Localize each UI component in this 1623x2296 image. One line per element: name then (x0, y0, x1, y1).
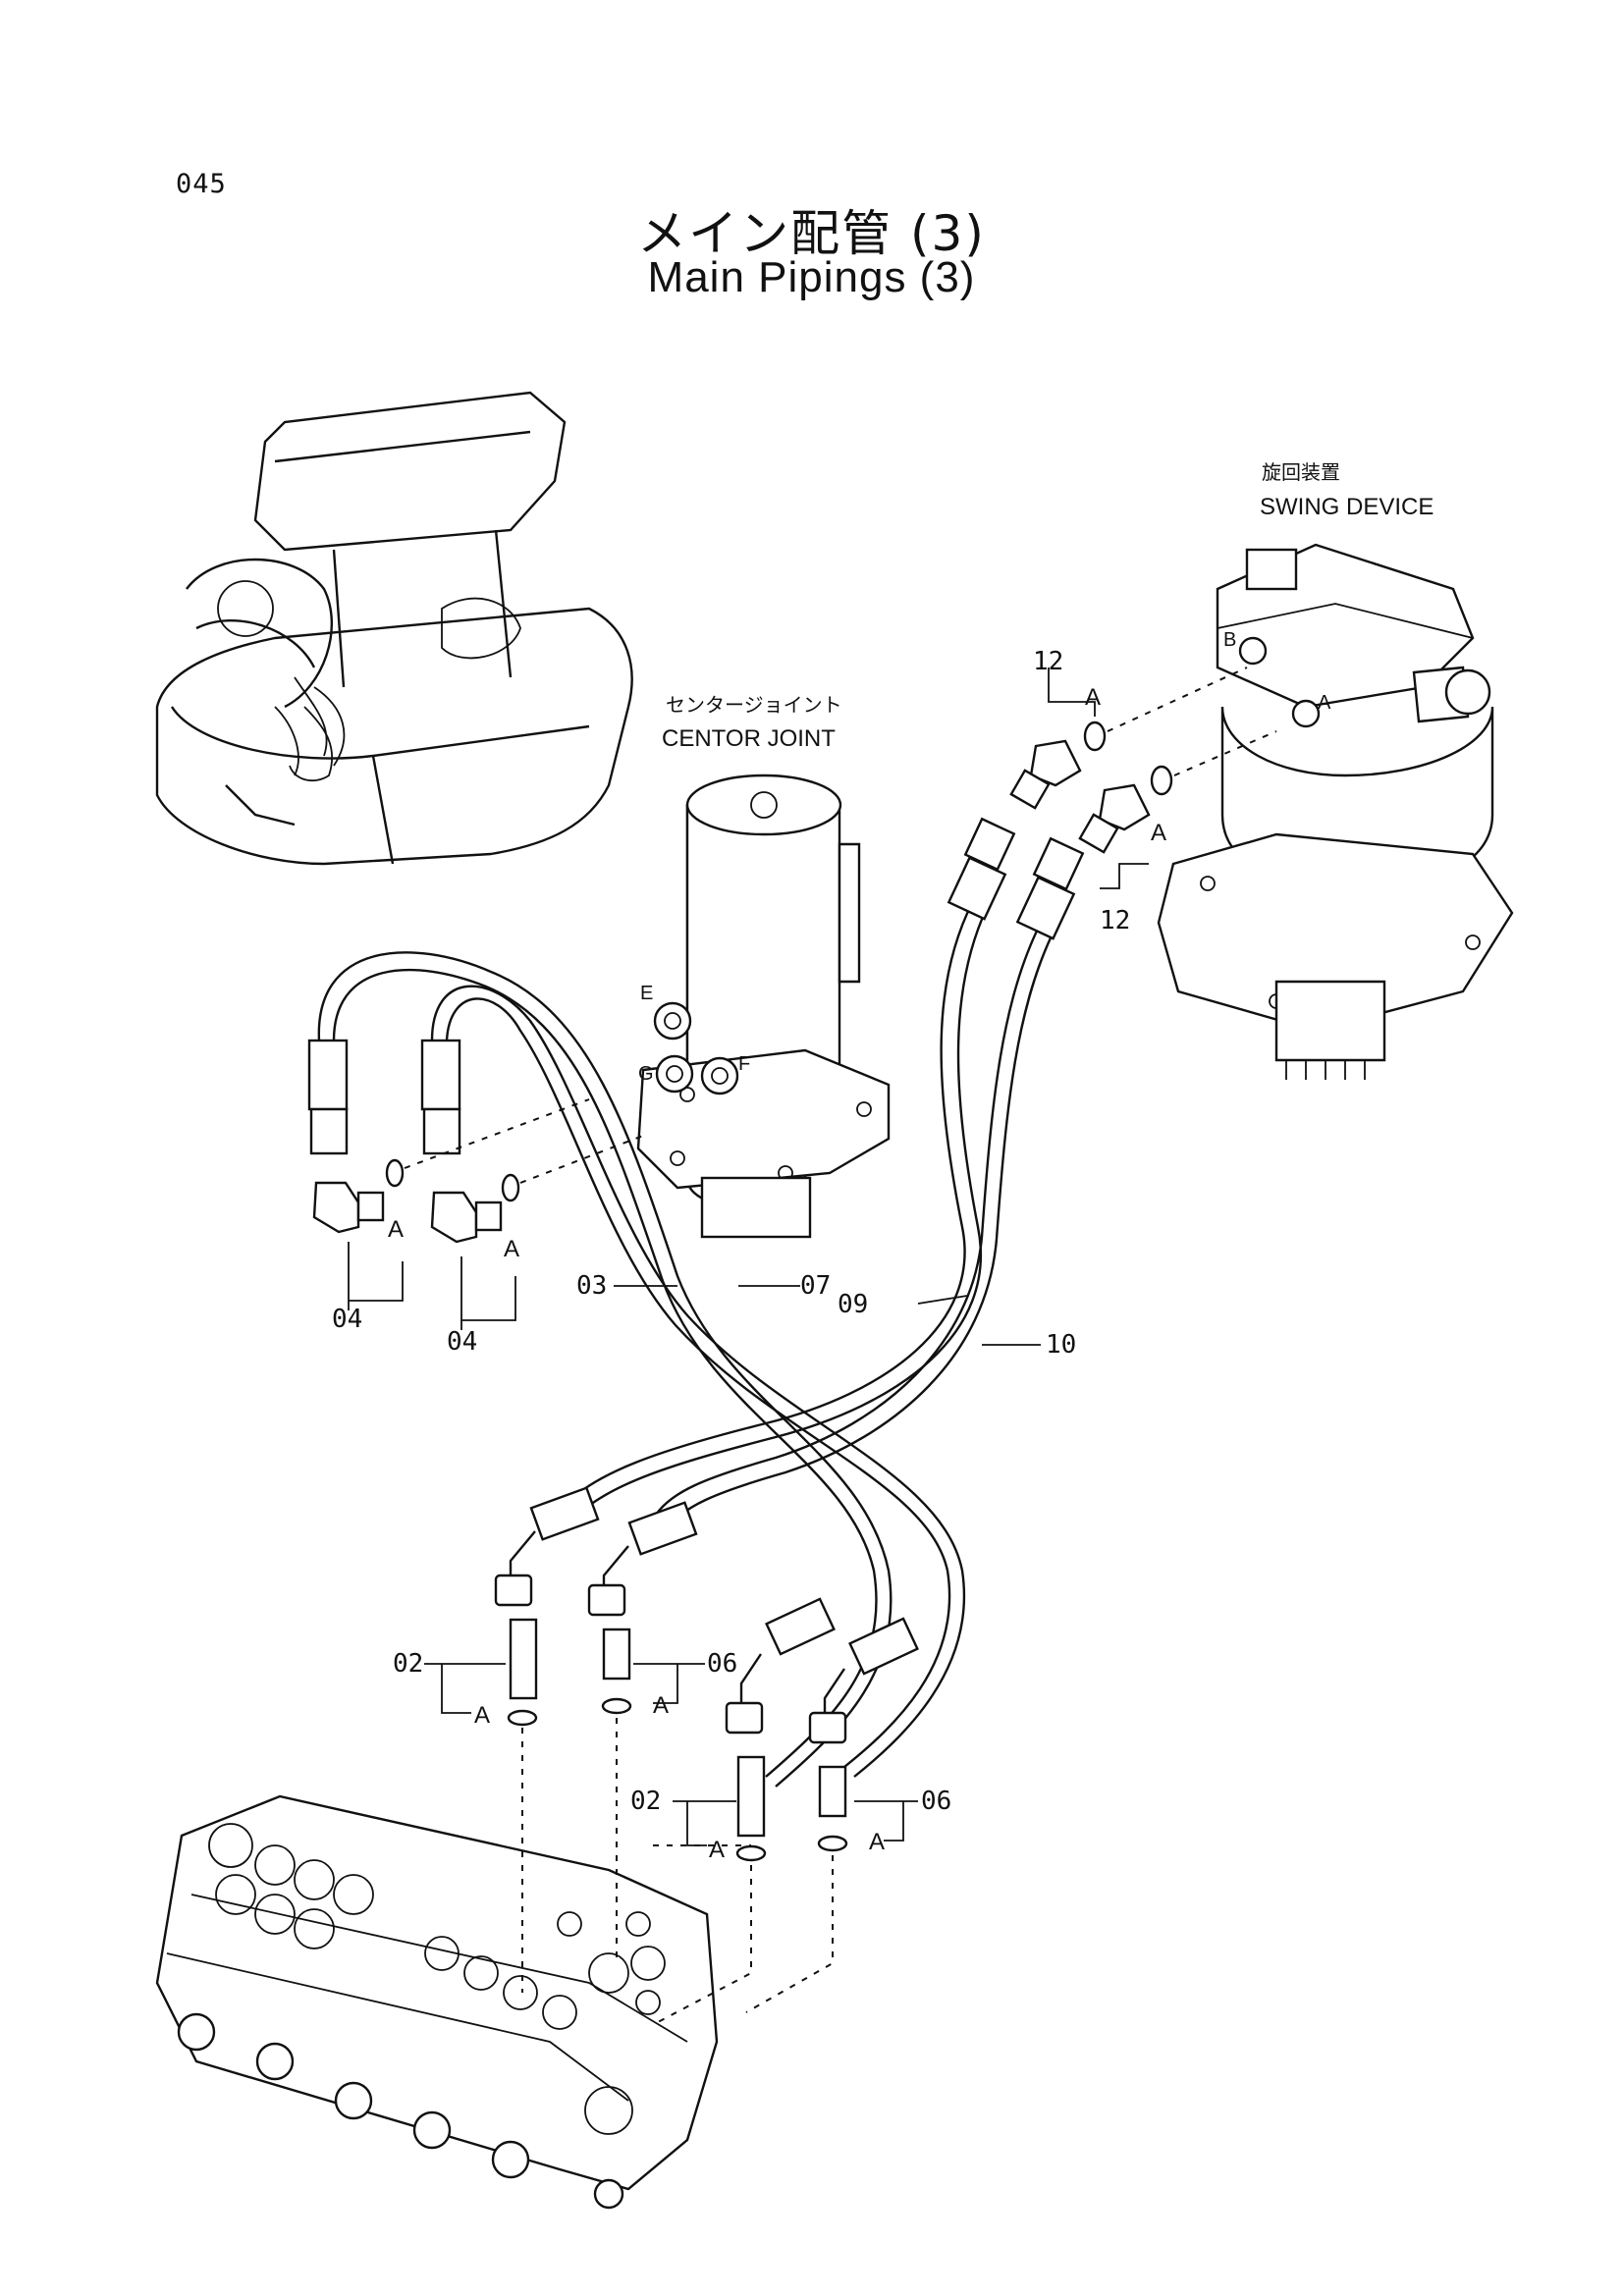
callout-06-upper: 06 (707, 1649, 737, 1679)
port-label-e: E (640, 983, 653, 1004)
callout-10: 10 (1046, 1330, 1076, 1360)
swing-device-jp-label: 旋回装置 (1262, 461, 1340, 484)
fittings (312, 739, 1151, 1838)
swing-device (1157, 543, 1514, 1080)
callout-07: 07 (800, 1271, 831, 1301)
callout-03: 03 (576, 1271, 607, 1301)
oring-mark-a6: A (653, 1692, 669, 1719)
oring-mark-a3: A (388, 1216, 404, 1243)
center-joint-jp-label: センタージョイント (666, 694, 842, 717)
hoses (307, 817, 1085, 1788)
callout-09: 09 (838, 1290, 868, 1319)
assembly-lines (404, 667, 1277, 2023)
oring-mark-a2: A (1151, 820, 1166, 846)
callout-04-left: 04 (332, 1305, 362, 1334)
center-joint-label: CENTOR JOINT (662, 725, 836, 752)
oring-mark-a4: A (504, 1236, 519, 1262)
oring-mark-a5: A (474, 1702, 490, 1729)
swing-device-label: SWING DEVICE (1260, 494, 1434, 520)
port-label-b: B (1223, 629, 1236, 651)
callout-04-right: 04 (447, 1327, 477, 1357)
port-label-f: F (738, 1053, 750, 1075)
oring-mark-a7: A (709, 1837, 725, 1863)
excavator-upper-structure (155, 391, 633, 866)
page-title-japanese: メイン配管 (3) (637, 205, 986, 262)
page-number: 045 (176, 169, 227, 199)
callout-02-lower: 02 (630, 1787, 661, 1816)
port-label-g: G (638, 1063, 654, 1085)
port-label-a: A (1318, 692, 1331, 714)
control-valve (155, 1794, 719, 2210)
center-joint (636, 774, 891, 1239)
callout-06-lower: 06 (921, 1787, 951, 1816)
o-rings (385, 721, 1173, 1862)
callout-12-lower: 12 (1100, 906, 1130, 935)
page-title-english: Main Pipings (3) (647, 253, 976, 301)
leader-lines (348, 667, 1149, 1846)
callout-12-upper: 12 (1033, 647, 1063, 676)
callout-02-upper: 02 (393, 1649, 423, 1679)
oring-mark-a8: A (869, 1829, 885, 1855)
oring-mark-a1: A (1085, 684, 1101, 711)
